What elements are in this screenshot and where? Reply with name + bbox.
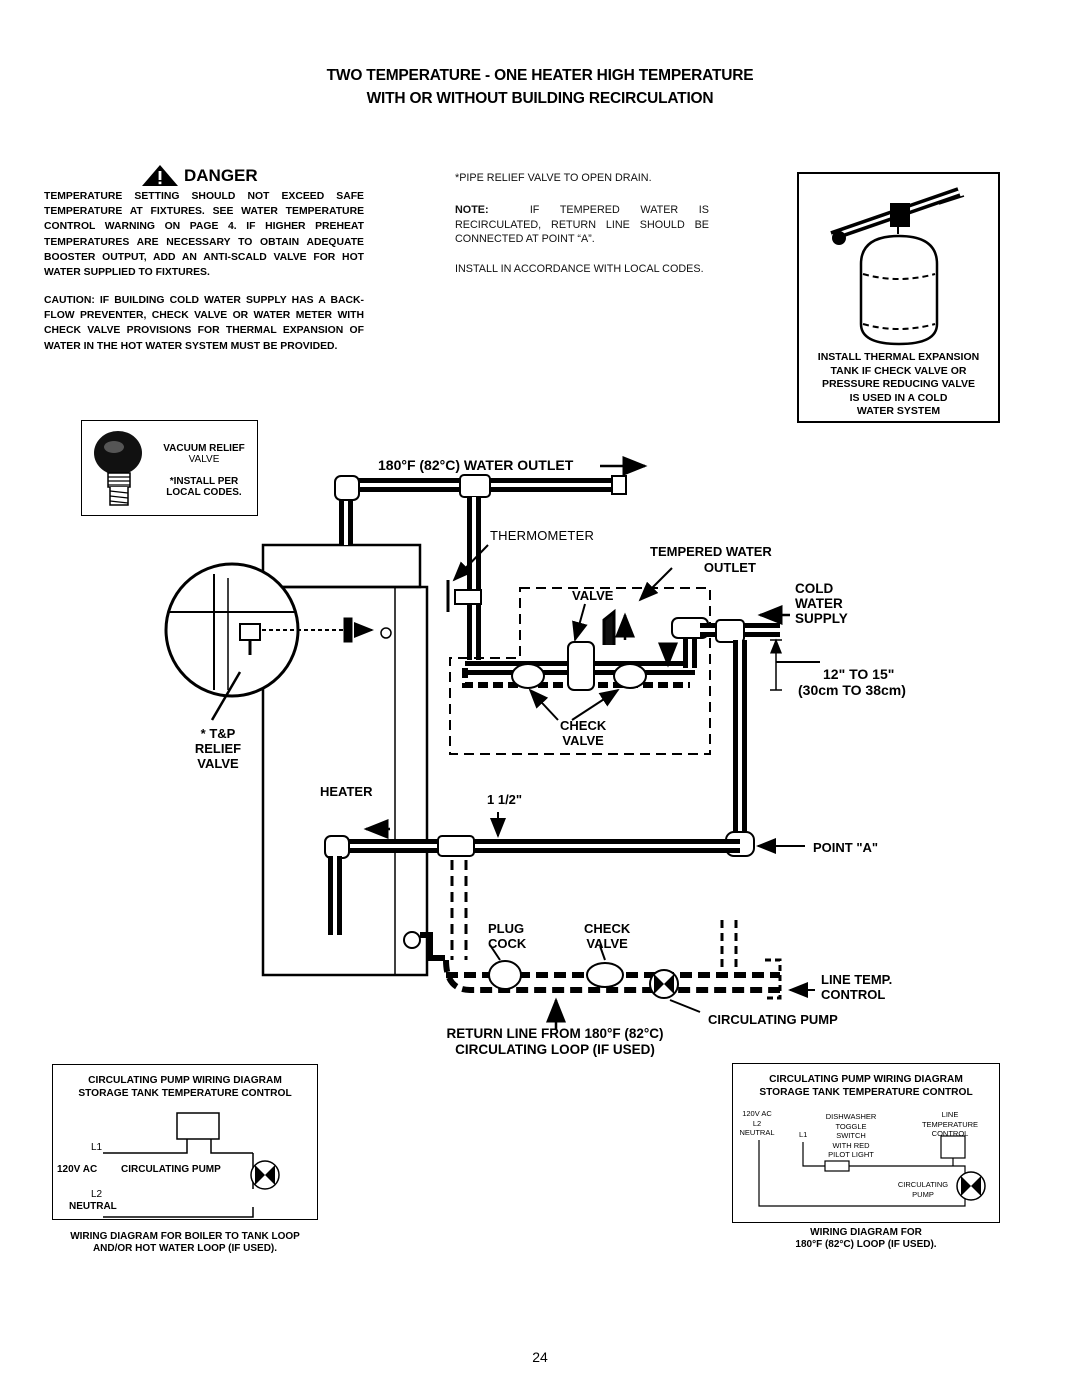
cold-water-supply-label: COLD WATER SUPPLY <box>795 581 848 626</box>
circulating-pump-icon <box>649 969 679 999</box>
wiring-left-title: CIRCULATING PUMP WIRING DIAGRAM STORAGE … <box>78 1075 292 1099</box>
wiring-right-power-label: 120V AC L2 NEUTRAL <box>739 1109 775 1137</box>
cold-water-supply-pipe <box>700 605 820 857</box>
callout-leaders <box>452 544 701 1013</box>
wiring-left-l1: L1 <box>91 1142 103 1153</box>
point-a-label: POINT "A" <box>813 840 879 855</box>
vacuum-relief-label: VACUUM RELIEF VALVE *INSTALL PER LOCAL C… <box>163 443 245 498</box>
warning-triangle-icon <box>142 165 178 186</box>
wiring-right-title: CIRCULATING PUMP WIRING DIAGRAM STORAGE … <box>759 1074 973 1098</box>
wiring-left-pump-label: CIRCULATING PUMP <box>121 1164 221 1175</box>
wiring-left-pump-icon <box>250 1160 280 1190</box>
recirculation-note: NOTE: IF TEMPERED WATER IS RECIRCULATED,… <box>455 204 710 246</box>
dimension-label: 12" TO 15" (30cm TO 38cm) <box>798 666 906 698</box>
expansion-tank-panel: INSTALL THERMAL EXPANSION TANK IF CHECK … <box>797 172 1000 423</box>
expansion-tank-illustration <box>830 187 965 346</box>
heater-label: HEATER <box>320 784 373 799</box>
mixing-valve-assembly <box>449 587 711 755</box>
page-title-line-2: WITH OR WITHOUT BUILDING RECIRCULATION <box>366 90 714 107</box>
wiring-right-schematic <box>758 1135 986 1207</box>
check-valve-label-upper: CHECK VALVE <box>560 718 607 748</box>
line-temperature-control-label: LINE TEMPERATURE CONTROL <box>921 1110 979 1138</box>
wiring-left-l2: L2 <box>91 1189 103 1200</box>
wiring-right-caption: WIRING DIAGRAM FOR 180°F (82°C) LOOP (IF… <box>795 1227 937 1250</box>
danger-heading: DANGER <box>140 164 280 188</box>
danger-warning-text: TEMPERATURE SETTING SHOULD NOT EXCEED SA… <box>44 191 364 279</box>
danger-caution-text: CAUTION: IF BUILDING COLD WATER SUPPLY H… <box>44 295 364 352</box>
vacuum-relief-panel: VACUUM RELIEF VALVE *INSTALL PER LOCAL C… <box>81 420 258 516</box>
pipe-size-label: 1 1/2" <box>487 792 523 807</box>
hot-water-outlet-pipe <box>334 456 648 660</box>
page-number: 24 <box>532 1349 548 1365</box>
install-note: INSTALL IN ACCORDANCE WITH LOCAL CODES. <box>455 263 704 275</box>
valve-label: VALVE <box>572 588 614 603</box>
wiring-left-schematic <box>103 1112 280 1218</box>
thermometer-label: THERMOMETER <box>490 528 595 543</box>
wiring-right-pump-label: CIRCULATING PUMP <box>897 1180 949 1199</box>
wiring-left-neutral: NEUTRAL <box>69 1201 117 1212</box>
line-temp-control-label: LINE TEMP. CONTROL <box>821 972 893 1002</box>
wiring-left-120v: 120V AC <box>57 1164 98 1175</box>
page-title-line-1: TWO TEMPERATURE - ONE HEATER HIGH TEMPER… <box>326 67 754 84</box>
tempered-water-outlet-label: TEMPERED WATER OUTLET <box>650 544 772 575</box>
return-line-label: RETURN LINE FROM 180°F (82°C) CIRCULATIN… <box>446 1026 664 1057</box>
tp-relief-valve-label: * T&P RELIEF VALVE <box>194 726 242 771</box>
wiring-right-l1: L1 <box>799 1130 808 1139</box>
recirculation-return-pipe <box>324 812 805 961</box>
wiring-right-pump-icon <box>956 1171 986 1201</box>
wiring-diagram-right-panel: CIRCULATING PUMP WIRING DIAGRAM STORAGE … <box>732 1063 1000 1223</box>
water-outlet-label: 180°F (82°C) WATER OUTLET <box>378 457 574 473</box>
circulating-loop-pipe <box>443 920 815 1030</box>
wiring-left-caption: WIRING DIAGRAM FOR BOILER TO TANK LOOP A… <box>70 1231 300 1254</box>
circulating-pump-label: CIRCULATING PUMP <box>708 1012 838 1027</box>
vacuum-relief-valve-icon <box>94 431 142 506</box>
wiring-diagram-left-panel: CIRCULATING PUMP WIRING DIAGRAM STORAGE … <box>52 1064 318 1220</box>
plumbing-diagram <box>164 456 820 1030</box>
plug-cock-label: PLUG COCK <box>488 921 527 951</box>
tp-relief-valve-detail <box>164 562 374 721</box>
dishwasher-switch-label: DISHWASHER TOGGLE SWITCH WITH RED PILOT … <box>825 1112 877 1159</box>
relief-note: *PIPE RELIEF VALVE TO OPEN DRAIN. <box>455 172 652 184</box>
check-valve-label-lower: CHECK VALVE <box>584 921 631 951</box>
expansion-tank-caption: INSTALL THERMAL EXPANSION TANK IF CHECK … <box>817 351 980 418</box>
